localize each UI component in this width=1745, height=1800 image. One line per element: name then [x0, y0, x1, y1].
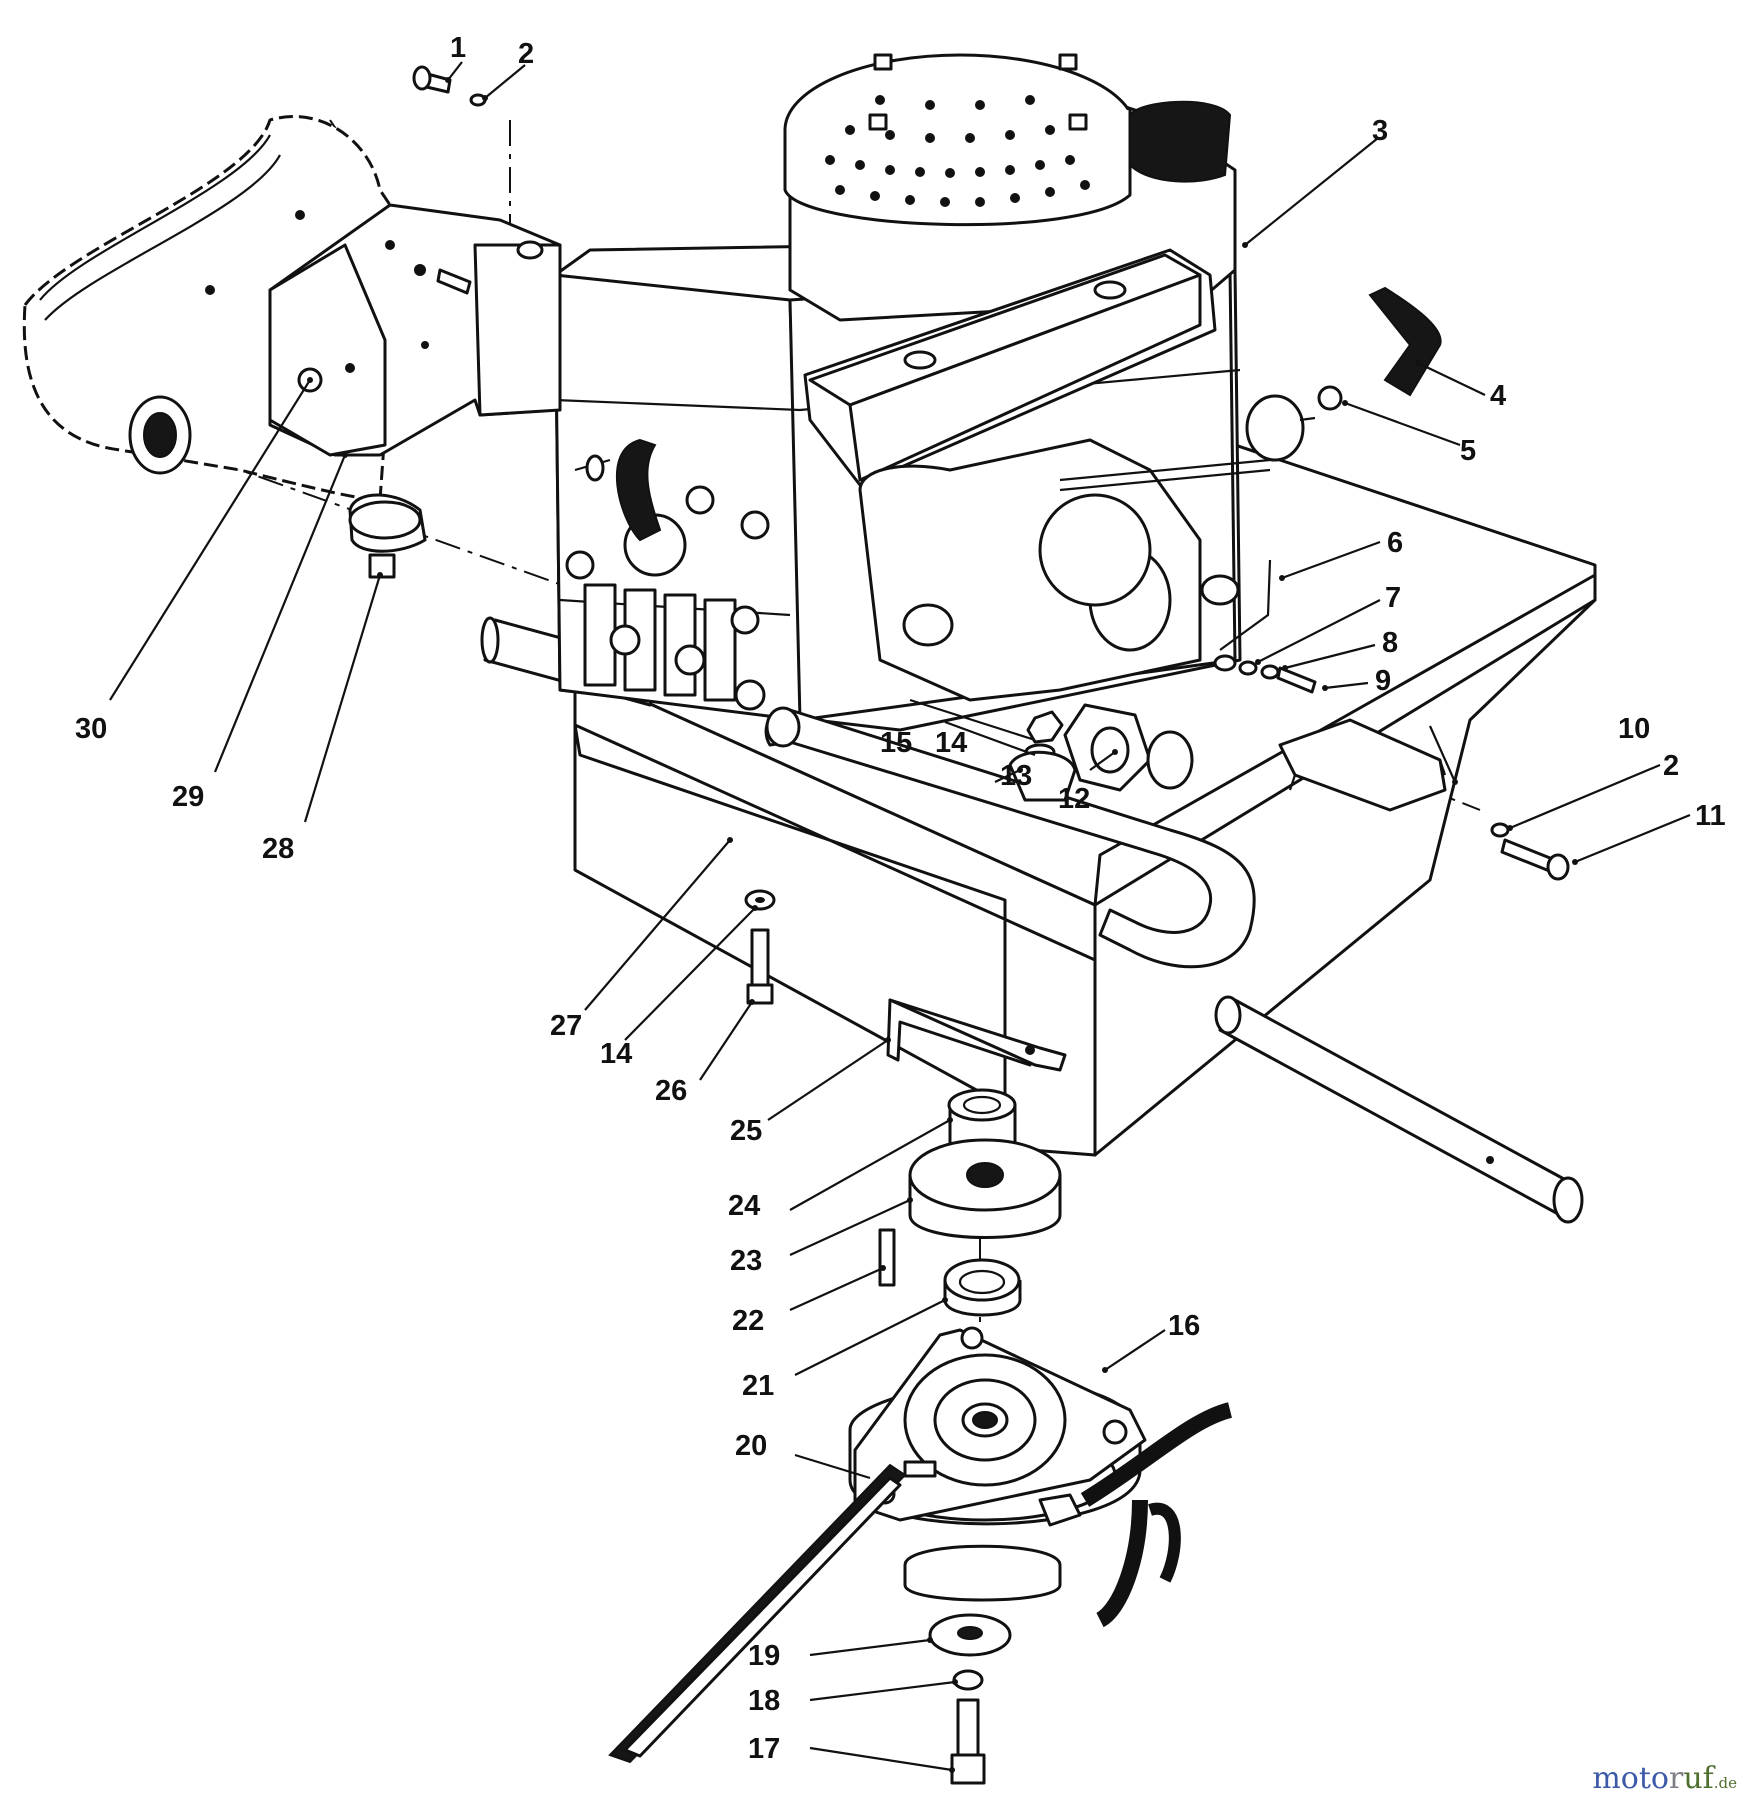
nut-washer-center — [1008, 710, 1077, 802]
axle-tube — [1214, 995, 1584, 1224]
callout-16: 16 — [1168, 1310, 1200, 1342]
callout-25: 25 — [730, 1115, 762, 1147]
callout-14: 14 — [935, 727, 967, 759]
watermark-logo: motoruf.de — [1592, 1761, 1737, 1796]
callout-26: 26 — [655, 1075, 687, 1107]
throttle-rod-hardware — [1213, 559, 1317, 694]
callout-6: 6 — [1387, 527, 1403, 559]
callout-30: 30 — [75, 713, 107, 745]
callout-18: 18 — [748, 1685, 780, 1717]
cooling-fins — [583, 583, 766, 711]
callout-2: 2 — [518, 38, 534, 70]
fuel-fitting — [1245, 286, 1442, 462]
callout-13: 13 — [1000, 760, 1032, 792]
callout-17: 17 — [748, 1733, 780, 1765]
leader-dots — [307, 77, 1578, 1773]
drive-belt — [608, 1463, 907, 1764]
callout-22: 22 — [732, 1305, 764, 1337]
clutch-fasteners — [928, 1613, 1012, 1785]
callout-29: 29 — [172, 781, 204, 813]
callout-19: 19 — [748, 1640, 780, 1672]
muffler-bracket — [268, 203, 562, 457]
callout-11: 11 — [1695, 800, 1726, 832]
callout-10: 10 — [1618, 713, 1650, 745]
callout-20: 20 — [735, 1430, 767, 1462]
callout-4: 4 — [1490, 380, 1506, 412]
callout-12: 12 — [1058, 783, 1090, 815]
clutch-wire — [1080, 1402, 1233, 1628]
callout-24: 24 — [728, 1190, 760, 1222]
callout-23: 23 — [730, 1245, 762, 1277]
leader-lines — [109, 61, 1691, 1772]
callout-14-lower: 14 — [600, 1038, 632, 1070]
callout-5: 5 — [1460, 435, 1476, 467]
callout-8: 8 — [1382, 627, 1398, 659]
blower-housing — [783, 53, 1237, 322]
electric-clutch — [848, 1326, 1147, 1602]
callout-28: 28 — [262, 833, 294, 865]
screen-holes — [825, 95, 1090, 207]
bracket — [1278, 718, 1447, 812]
mount-bracket — [886, 998, 1067, 1072]
exhaust-clamp — [348, 493, 427, 579]
callout-15: 15 — [880, 727, 912, 759]
callout-2-right: 2 — [1663, 750, 1679, 782]
carburetor — [858, 438, 1271, 702]
exhaust-pipe — [764, 703, 1256, 969]
callout-27: 27 — [550, 1010, 582, 1042]
bolt-top-left — [412, 65, 487, 107]
air-cleaner — [803, 248, 1217, 487]
bolt-lower — [744, 889, 776, 1005]
callout-3: 3 — [1372, 115, 1388, 147]
callout-7: 7 — [1385, 582, 1401, 614]
bolt-right — [1490, 822, 1570, 881]
callout-1: 1 — [450, 32, 466, 64]
callout-labels: 1 2 3 4 5 6 7 8 9 10 2 11 12 13 14 15 16… — [75, 32, 1726, 1765]
callout-21: 21 — [742, 1370, 774, 1402]
callout-9: 9 — [1375, 665, 1391, 697]
spacer-stack — [878, 1088, 1062, 1317]
